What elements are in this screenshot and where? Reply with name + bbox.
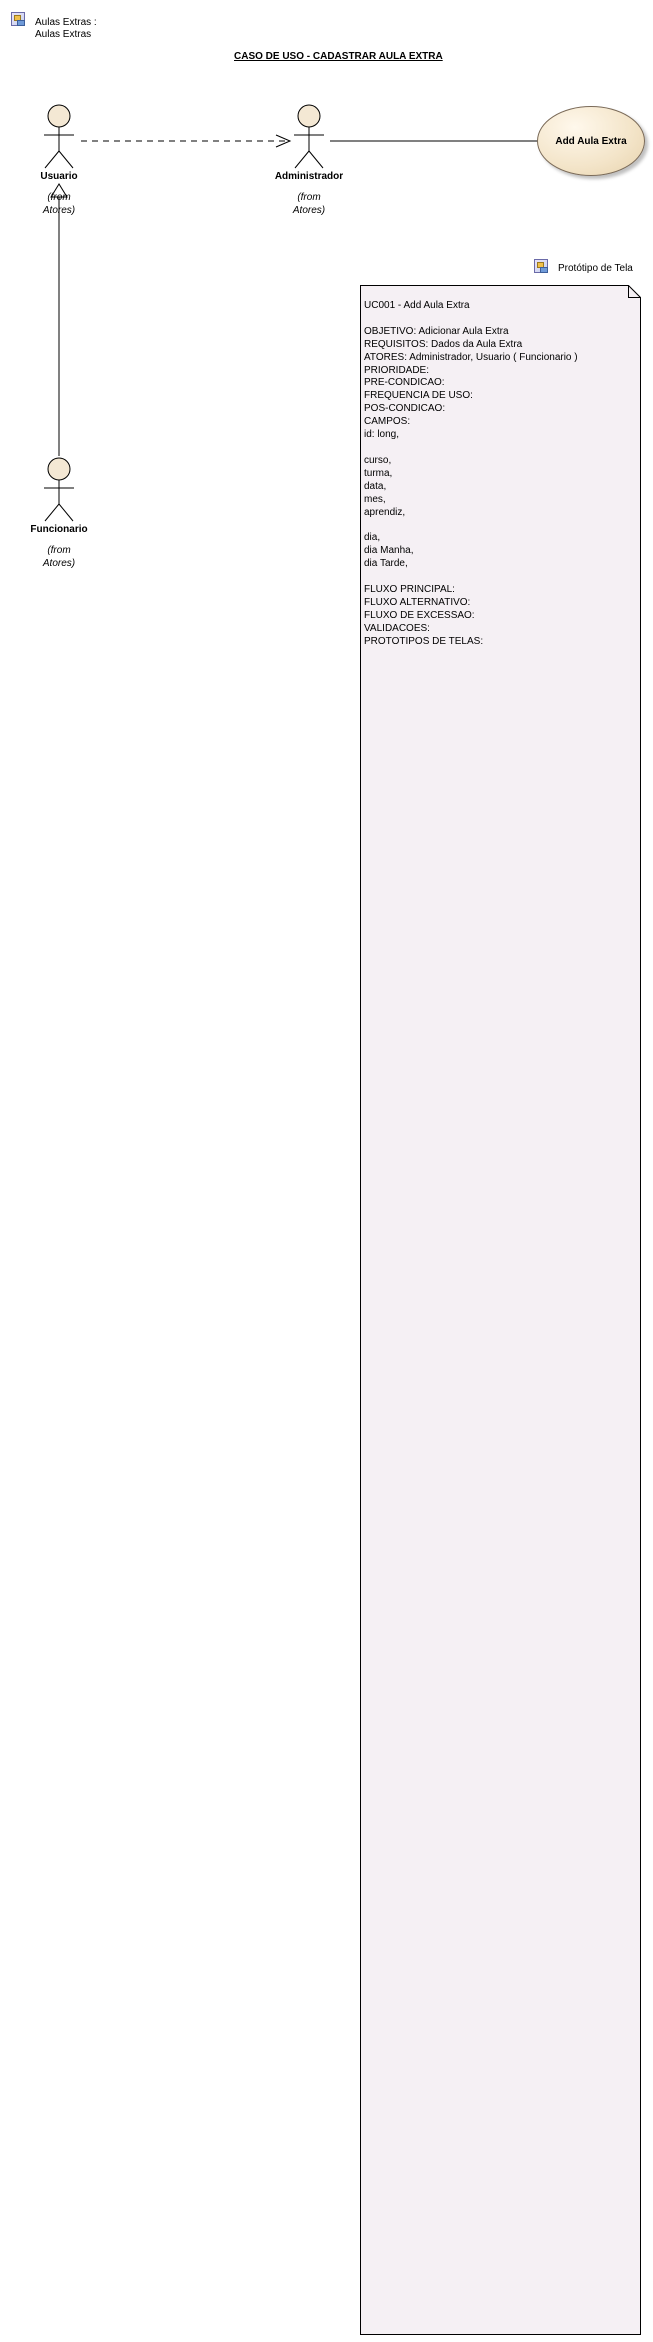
prototype-link-label[interactable]: Protótipo de Tela bbox=[558, 263, 633, 274]
actor-funcionario-from-line2: Atores) bbox=[42, 558, 76, 569]
note-text: UC001 - Add Aula Extra OBJETIVO: Adicion… bbox=[364, 300, 578, 647]
package-name: Aulas Extras : Aulas Extras bbox=[35, 17, 97, 41]
actor-administrador-from-line1: (from bbox=[297, 192, 321, 203]
diagram-link-icon[interactable] bbox=[534, 259, 548, 273]
actor-administrador-from: (from Atores) bbox=[264, 191, 354, 217]
generalization-arrowhead bbox=[50, 183, 68, 198]
package-name-line2: Aulas Extras bbox=[35, 29, 92, 40]
actor-usuario-from: (from Atores) bbox=[14, 191, 104, 217]
actor-funcionario-from-line1: (from bbox=[47, 545, 71, 556]
actor-funcionario-name: Funcionario bbox=[30, 524, 88, 535]
note-shape bbox=[360, 285, 641, 2335]
diagram-title: CASO DE USO - CADASTRAR AULA EXTRA bbox=[234, 51, 443, 62]
usecase-add-aula-extra[interactable]: Add Aula Extra bbox=[537, 106, 645, 176]
package-name-line1: Aulas Extras : bbox=[35, 17, 97, 28]
actor-usuario-figure[interactable] bbox=[44, 104, 74, 169]
actor-funcionario-figure[interactable] bbox=[44, 457, 74, 522]
actor-usuario-from-line2: Atores) bbox=[42, 205, 76, 216]
actor-administrador-from-line2: Atores) bbox=[292, 205, 326, 216]
actor-usuario-from-line1: (from bbox=[47, 192, 71, 203]
usecase-label: Add Aula Extra bbox=[555, 135, 627, 147]
actor-administrador-figure[interactable] bbox=[294, 104, 324, 169]
actor-usuario-name: Usuario bbox=[40, 171, 78, 182]
actor-administrador-name: Administrador bbox=[274, 171, 344, 182]
dependency-arrowhead bbox=[275, 134, 292, 148]
package-diagram-icon bbox=[11, 12, 25, 26]
actor-funcionario-from: (from Atores) bbox=[14, 544, 104, 570]
